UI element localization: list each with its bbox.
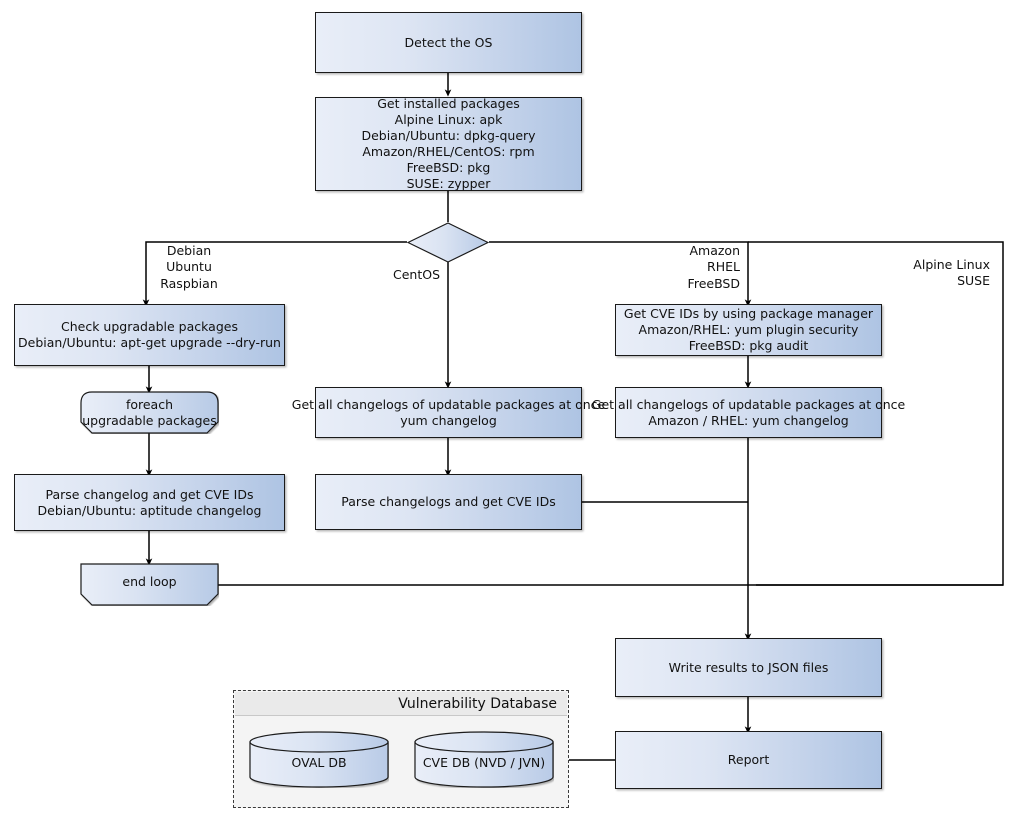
edge-label-centos-line-0: CentOS bbox=[392, 267, 440, 282]
node-write-results-json-label: Write results to JSON files bbox=[668, 659, 829, 675]
edge-label-debian-line-0: Debian bbox=[166, 243, 212, 258]
edge-label-debian-branch: Debian Ubuntu Raspbian bbox=[152, 243, 226, 292]
node-detect-the-os-label: Detect the OS bbox=[404, 34, 493, 50]
group-vulnerability-database-header: Vulnerability Database bbox=[235, 692, 567, 716]
node-parse-changelogs-centos-label: Parse changelogs and get CVE IDs bbox=[341, 494, 556, 509]
edge-label-alpine-line-0: Alpine Linux bbox=[913, 257, 990, 272]
node-foreach-upgradable-packages[interactable] bbox=[80, 391, 219, 434]
edge-label-amazon-branch: Amazon RHEL FreeBSD bbox=[640, 243, 740, 292]
node-write-results-json[interactable]: Write results to JSON files bbox=[615, 638, 882, 697]
edge-label-alpine-branch: Alpine Linux SUSE bbox=[875, 257, 990, 290]
node-report[interactable]: Report bbox=[615, 731, 882, 789]
edge-label-debian-line-2: Raspbian bbox=[160, 275, 218, 291]
db-cylinder-cve[interactable] bbox=[414, 731, 554, 788]
edge-label-debian-line-1: Ubuntu bbox=[166, 259, 212, 275]
node-detect-the-os[interactable]: Detect the OS bbox=[315, 12, 582, 73]
node-get-changelogs-centos-label: Get all changelogs of updatable packages… bbox=[291, 396, 606, 428]
node-os-decision[interactable] bbox=[407, 222, 489, 263]
edge-label-amazon-line-2: FreeBSD bbox=[687, 275, 740, 291]
group-vulnerability-database-title: Vulnerability Database bbox=[398, 695, 557, 712]
node-get-changelogs-centos[interactable]: Get all changelogs of updatable packages… bbox=[292, 387, 605, 438]
node-get-changelogs-rhel[interactable]: Get all changelogs of updatable packages… bbox=[592, 387, 905, 438]
edge-label-alpine-line-1: SUSE bbox=[957, 273, 990, 289]
node-end-loop[interactable] bbox=[80, 563, 219, 606]
node-report-label: Report bbox=[727, 752, 770, 767]
node-parse-changelogs-centos[interactable]: Parse changelogs and get CVE IDs bbox=[315, 474, 582, 530]
db-cylinder-oval[interactable] bbox=[249, 731, 389, 788]
edge-label-amazon-line-1: RHEL bbox=[707, 259, 740, 275]
edge-label-amazon-line-0: Amazon bbox=[689, 243, 740, 258]
node-get-changelogs-rhel-label: Get all changelogs of updatable packages… bbox=[591, 396, 906, 428]
edge-label-centos-branch: CentOS bbox=[330, 267, 440, 283]
